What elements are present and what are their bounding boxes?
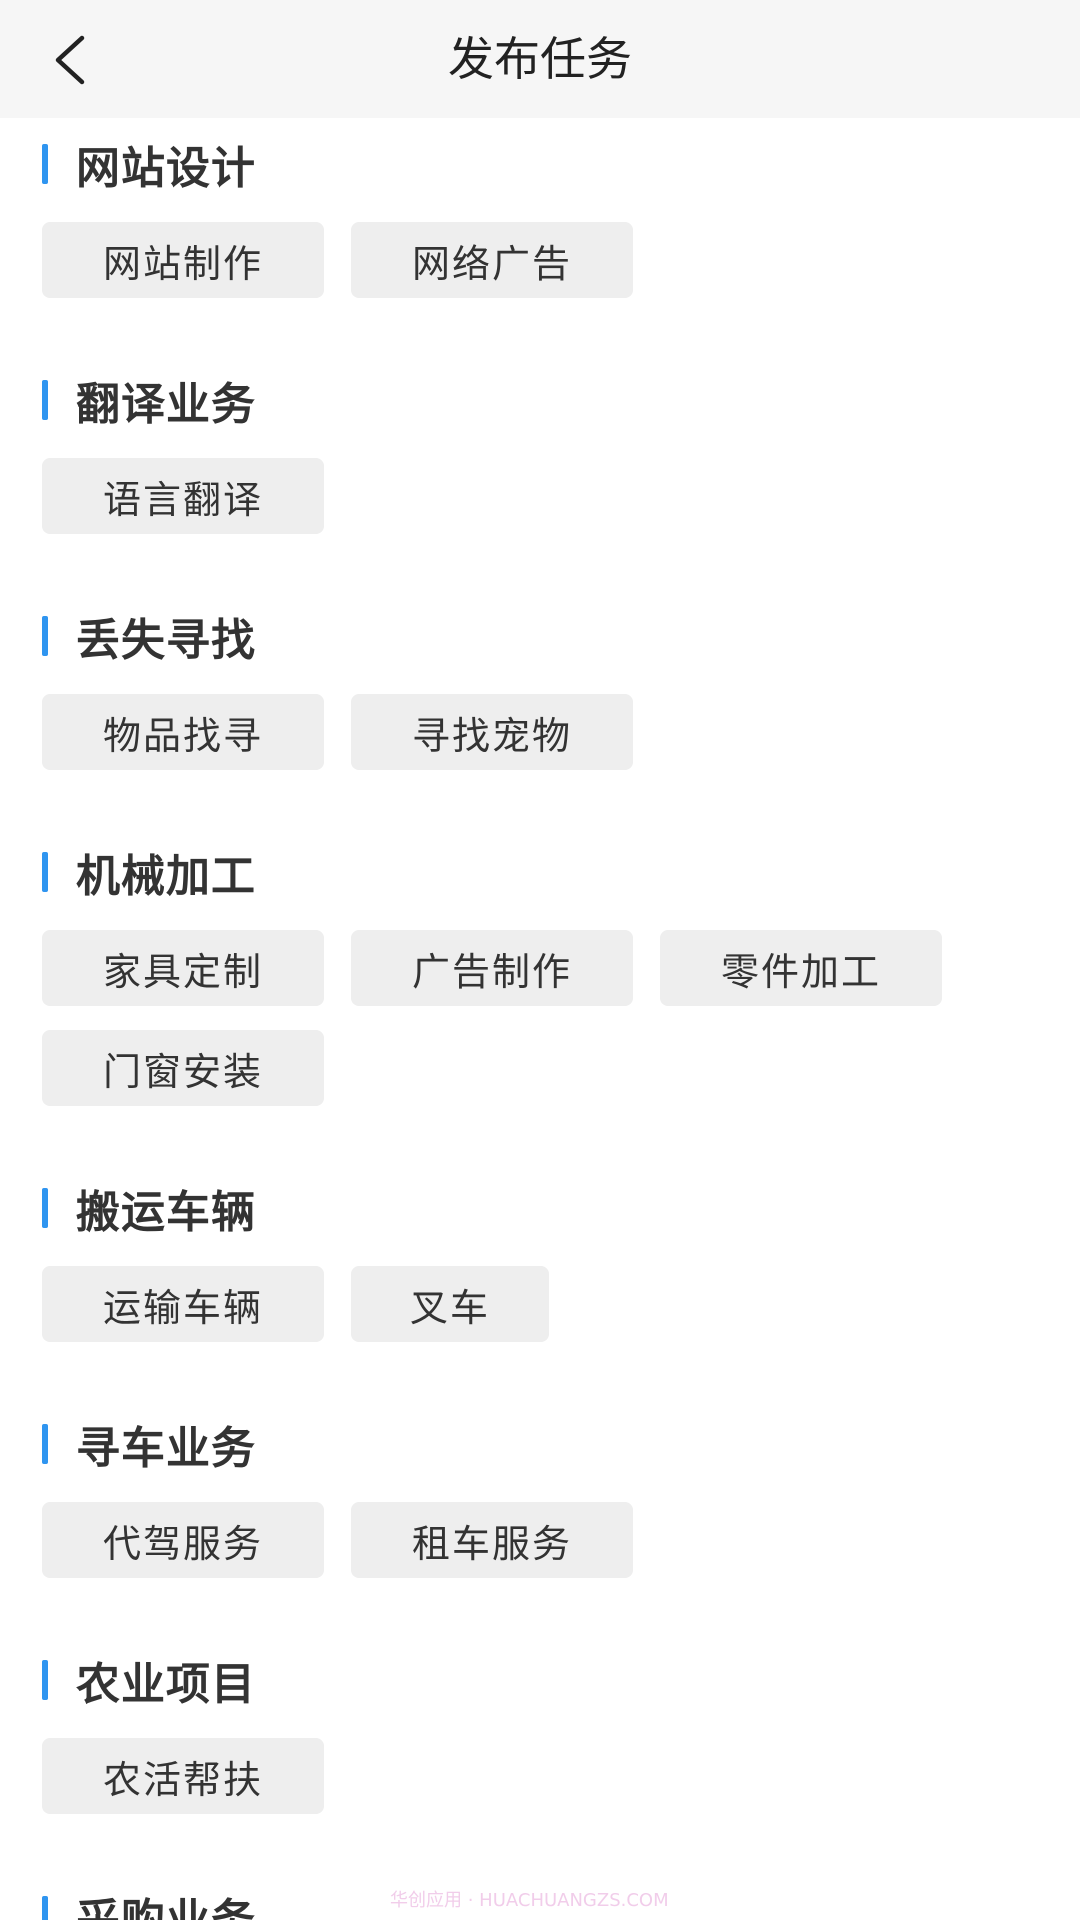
category-section-machining: 机械加工 家具定制 广告制作 零件加工 门窗安装 (42, 836, 1080, 1130)
category-section-agriculture: 农业项目 农活帮扶 (42, 1644, 1080, 1838)
tag-button[interactable]: 物品找寻 (42, 694, 324, 770)
section-header: 丢失寻找 (42, 600, 1080, 672)
tag-button[interactable]: 运输车辆 (42, 1266, 324, 1342)
tag-button[interactable]: 家具定制 (42, 930, 324, 1006)
section-title: 丢失寻找 (76, 615, 256, 666)
section-accent-bar (42, 1424, 48, 1464)
tag-button[interactable]: 门窗安装 (42, 1030, 324, 1106)
section-title: 农业项目 (76, 1659, 256, 1710)
tag-group: 运输车辆 叉车 (42, 1266, 1002, 1366)
section-accent-bar (42, 144, 48, 184)
section-title: 翻译业务 (76, 379, 256, 430)
top-nav-bar: 发布任务 (0, 0, 1080, 118)
category-section-lost-and-found: 丢失寻找 物品找寻 寻找宠物 (42, 600, 1080, 794)
tag-group: 网站制作 网络广告 (42, 222, 1002, 322)
section-header: 翻译业务 (42, 364, 1080, 436)
section-accent-bar (42, 852, 48, 892)
section-header: 寻车业务 (42, 1408, 1080, 1480)
section-header: 搬运车辆 (42, 1172, 1080, 1244)
page-title: 发布任务 (448, 32, 632, 86)
section-header: 农业项目 (42, 1644, 1080, 1716)
section-accent-bar (42, 380, 48, 420)
tag-group: 语言翻译 (42, 458, 1002, 558)
section-header: 采购业务 (42, 1880, 1080, 1920)
section-title: 网站设计 (76, 143, 256, 194)
tag-button[interactable]: 语言翻译 (42, 458, 324, 534)
tag-group: 家具定制 广告制作 零件加工 门窗安装 (42, 930, 1002, 1130)
section-title: 搬运车辆 (76, 1187, 256, 1238)
tag-button[interactable]: 零件加工 (660, 930, 942, 1006)
section-accent-bar (42, 1660, 48, 1700)
tag-group: 代驾服务 租车服务 (42, 1502, 1002, 1602)
tag-button[interactable]: 寻找宠物 (351, 694, 633, 770)
tag-button[interactable]: 广告制作 (351, 930, 633, 1006)
tag-button[interactable]: 网站制作 (42, 222, 324, 298)
category-section-procurement: 采购业务 (42, 1880, 1080, 1920)
back-button[interactable] (36, 24, 104, 96)
section-header: 机械加工 (42, 836, 1080, 908)
tag-group: 物品找寻 寻找宠物 (42, 694, 1002, 794)
tag-button[interactable]: 租车服务 (351, 1502, 633, 1578)
category-section-translation: 翻译业务 语言翻译 (42, 364, 1080, 558)
section-title: 寻车业务 (76, 1423, 256, 1474)
tag-button[interactable]: 网络广告 (351, 222, 633, 298)
tag-button[interactable]: 代驾服务 (42, 1502, 324, 1578)
section-title: 机械加工 (76, 851, 256, 902)
chevron-left-icon (55, 35, 85, 85)
category-section-transport-vehicles: 搬运车辆 运输车辆 叉车 (42, 1172, 1080, 1366)
section-header: 网站设计 (42, 128, 1080, 200)
tag-button[interactable]: 农活帮扶 (42, 1738, 324, 1814)
section-accent-bar (42, 616, 48, 656)
watermark: 华创应用 · HUACHUANGZS.COM (390, 1890, 669, 1911)
category-section-website-design: 网站设计 网站制作 网络广告 (42, 128, 1080, 322)
category-section-car-services: 寻车业务 代驾服务 租车服务 (42, 1408, 1080, 1602)
section-accent-bar (42, 1188, 48, 1228)
section-accent-bar (42, 1896, 48, 1920)
tag-button[interactable]: 叉车 (351, 1266, 549, 1342)
tag-group: 农活帮扶 (42, 1738, 1002, 1838)
category-list[interactable]: 网站设计 网站制作 网络广告 翻译业务 语言翻译 丢失寻找 物品找寻 寻找宠物 … (0, 118, 1080, 1920)
section-title: 采购业务 (76, 1884, 256, 1920)
